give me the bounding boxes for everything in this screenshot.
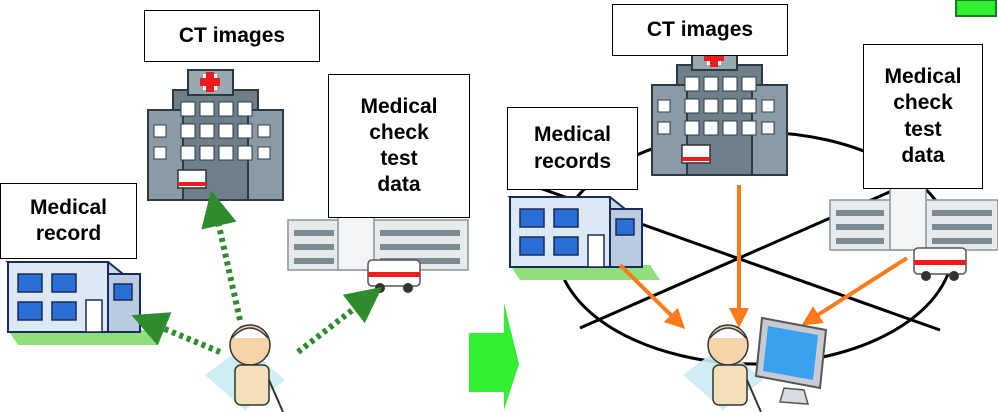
- ct-images-text-right: CT images: [646, 17, 754, 41]
- hospital-icon: [651, 44, 788, 176]
- dotted-arrow-to-clinic: [131, 312, 222, 355]
- data-flow-arrows: [618, 185, 909, 330]
- ct-images-text-left: CT images: [178, 23, 286, 47]
- medical-records-label: Medical records: [507, 107, 638, 190]
- orange-arrow-from-clinic: [618, 263, 686, 330]
- dotted-arrow-to-check: [296, 287, 383, 355]
- medical-check-building-icon: [829, 169, 998, 251]
- ct-images-label-left: CT images: [144, 10, 320, 62]
- transition-arrow-icon: [469, 303, 519, 410]
- clinic-icon: [5, 261, 158, 345]
- ambulance-icon: [367, 259, 421, 293]
- medical-record-text: Medical record: [29, 195, 108, 245]
- orange-arrow-from-check: [801, 256, 909, 326]
- patient-icon: [683, 324, 763, 412]
- corner-marker: [955, 0, 997, 17]
- medical-check-label-left: Medical check test data: [328, 74, 470, 218]
- computer-monitor-icon: [754, 316, 828, 405]
- dotted-request-arrows: [131, 190, 383, 355]
- clinic-icon: [507, 196, 660, 280]
- patient-icon: [205, 324, 285, 412]
- medical-check-text-left: Medical check test data: [360, 94, 438, 197]
- ambulance-icon: [913, 247, 967, 281]
- medical-records-text: Medical records: [533, 123, 612, 173]
- ct-images-label-right: CT images: [612, 4, 788, 56]
- hospital-icon: [147, 69, 284, 201]
- medical-record-label: Medical record: [0, 183, 137, 259]
- dotted-arrow-to-ct: [201, 190, 243, 321]
- medical-check-label-right: Medical check test data: [863, 44, 983, 189]
- medical-check-text-right: Medical check test data: [884, 65, 962, 167]
